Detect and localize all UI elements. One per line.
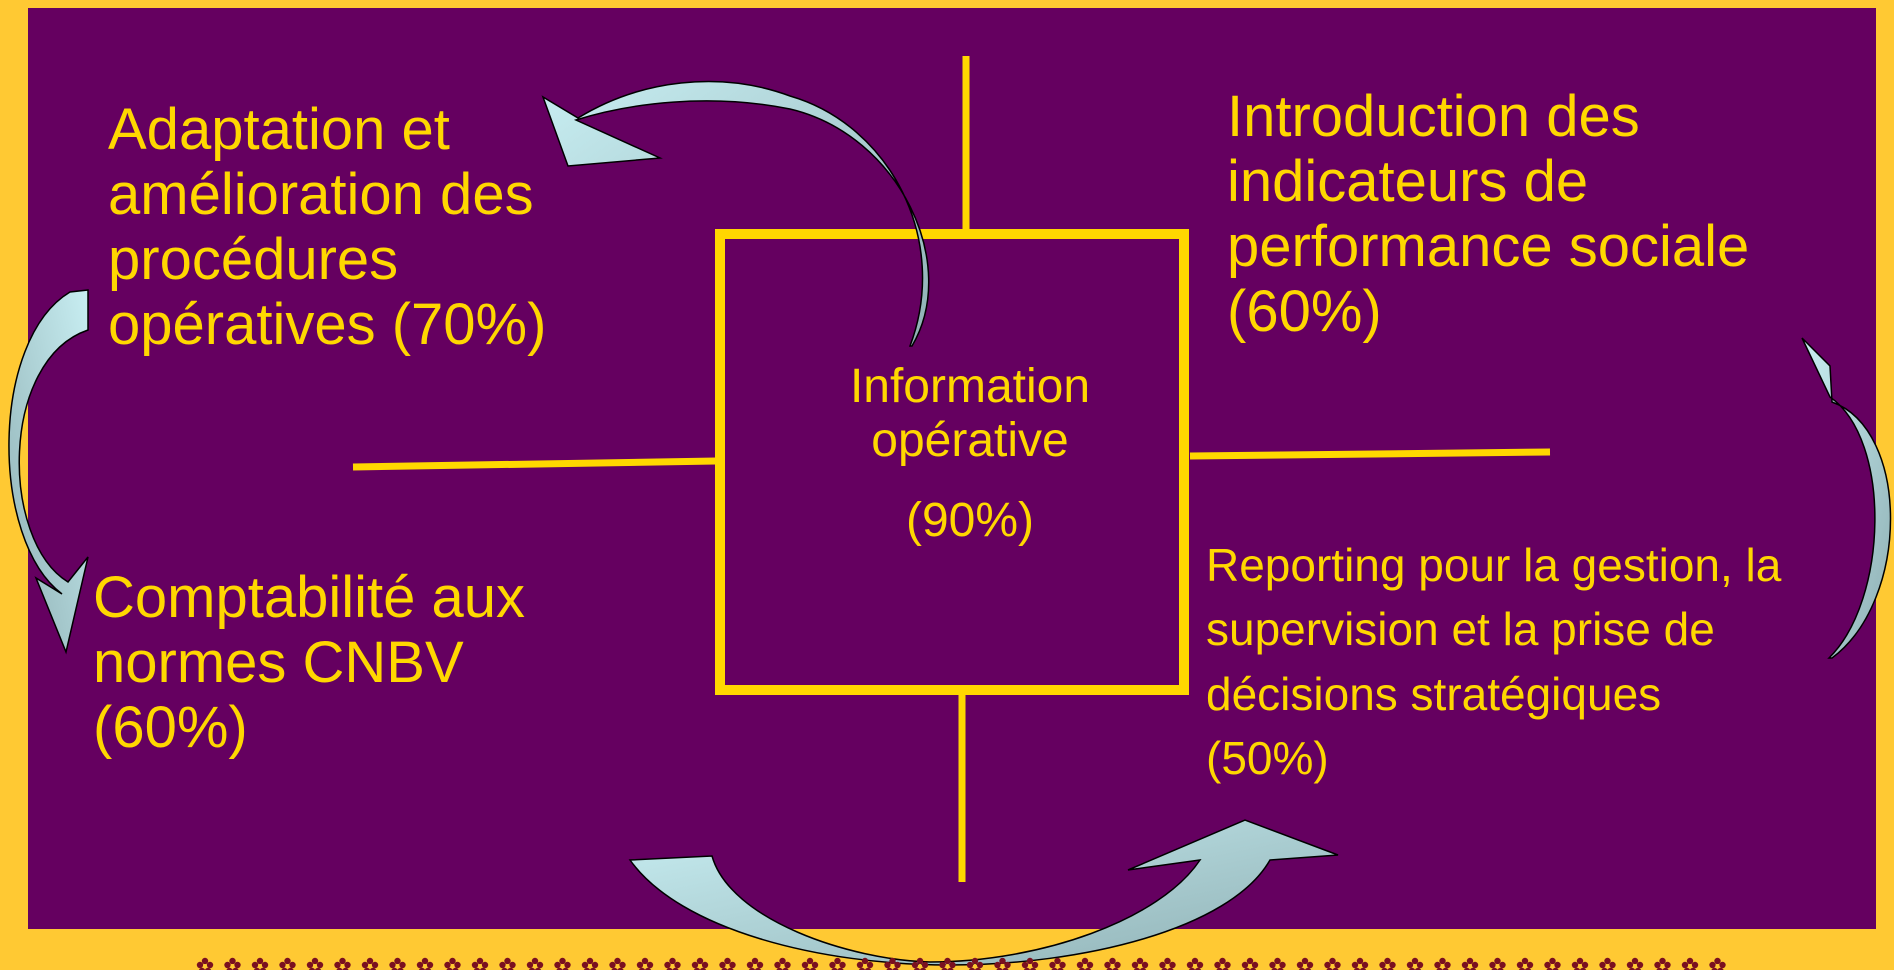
flower-ornament xyxy=(609,957,626,970)
quadrant-bottom-right-line: (50%) xyxy=(1206,732,1329,785)
flower-ornament xyxy=(1214,957,1231,970)
quadrant-top-left-line: amélioration des xyxy=(108,161,534,227)
flower-ornament xyxy=(1104,957,1121,970)
flower-ornament xyxy=(361,957,379,970)
flower-ornament xyxy=(856,957,874,970)
flower-ornament xyxy=(444,957,461,970)
axis-line-left xyxy=(352,457,717,471)
flower-ornament xyxy=(499,957,516,970)
quadrant-top-left-line: Adaptation et xyxy=(108,97,450,162)
flower-ornament xyxy=(884,957,901,970)
flower-ornament xyxy=(939,957,956,970)
flower-ornament xyxy=(1434,957,1451,970)
flower-ornament xyxy=(774,957,791,970)
quadrant-top-right-line: Introduction des xyxy=(1227,84,1640,149)
flower-ornament xyxy=(1544,957,1561,970)
flower-ornament xyxy=(581,957,599,970)
flower-ornament xyxy=(966,957,984,970)
flower-ornament xyxy=(1406,957,1424,970)
flower-ornament xyxy=(1681,957,1699,970)
slide-background xyxy=(28,8,1876,929)
flower-ornament xyxy=(1351,957,1369,970)
flower-ornament xyxy=(306,957,324,970)
flower-ornament xyxy=(746,957,764,970)
quadrant-top-left: Adaptation et amélioration des procédure… xyxy=(108,97,547,358)
flower-ornament xyxy=(526,957,544,970)
quadrant-bottom-left: Comptabilité aux normes CNBV (60%) xyxy=(93,565,525,761)
flower-ornament xyxy=(334,957,351,970)
quadrant-top-left-line: procédures xyxy=(108,226,399,292)
flower-ornament xyxy=(1076,957,1094,970)
flower-ornament xyxy=(1709,957,1726,970)
quadrant-bottom-left-line: (60%) xyxy=(93,694,248,760)
curved-arrow-right xyxy=(1801,337,1892,659)
flower-border xyxy=(196,957,1726,970)
flower-ornament xyxy=(1269,957,1286,970)
quadrant-bottom-right-line: supervision et la prise de xyxy=(1206,603,1715,656)
flower-ornament xyxy=(994,957,1011,970)
flower-ornament xyxy=(196,957,214,970)
flower-ornament xyxy=(719,957,736,970)
flower-ornament xyxy=(636,957,654,970)
quadrant-top-right-line: performance sociale xyxy=(1227,213,1750,279)
flower-ornament xyxy=(691,957,709,970)
quadrant-bottom-right-line: décisions stratégiques xyxy=(1206,667,1662,720)
quadrant-top-left-line: opératives (70%) xyxy=(108,291,547,357)
flower-ornament xyxy=(1021,957,1039,970)
curved-arrow-left xyxy=(8,289,89,655)
axis-line-right xyxy=(1189,448,1551,460)
flower-ornament xyxy=(1489,957,1506,970)
flower-ornament xyxy=(1186,957,1204,970)
quadrant-bottom-right-line: Reporting pour la gestion, la xyxy=(1206,539,1782,591)
curved-arrow-bottom xyxy=(628,819,1339,966)
quadrant-top-right-line: (60%) xyxy=(1227,278,1382,344)
flower-ornament xyxy=(664,957,681,970)
quadrant-top-right: Introduction des indicateurs de performa… xyxy=(1227,84,1750,345)
flower-ornament xyxy=(1599,957,1616,970)
flower-ornament xyxy=(1241,957,1259,970)
flower-ornament xyxy=(1461,957,1479,970)
quadrant-bottom-right: Reporting pour la gestion, la supervisio… xyxy=(1206,533,1781,791)
center-percent: (90%) xyxy=(905,493,1035,547)
flower-ornament xyxy=(279,957,296,970)
flower-ornament xyxy=(416,957,434,970)
flower-ornament xyxy=(224,957,241,970)
flower-ornament xyxy=(1159,957,1176,970)
quadrant-top-right-line: indicateurs de xyxy=(1227,148,1589,214)
flower-ornament xyxy=(1571,957,1589,970)
flower-ornament xyxy=(1516,957,1534,970)
quadrant-bottom-left-line: normes CNBV xyxy=(93,629,464,695)
flower-ornament xyxy=(1654,957,1671,970)
center-box xyxy=(715,229,1189,695)
flower-ornament xyxy=(1131,957,1149,970)
flower-ornament xyxy=(554,957,571,970)
flower-ornament xyxy=(1049,957,1066,970)
center-label-line2: opérative xyxy=(871,413,1069,467)
center-label-line1: Information xyxy=(849,360,1091,413)
flower-ornament xyxy=(1626,957,1644,970)
flower-ornament xyxy=(1379,957,1396,970)
flower-ornament xyxy=(389,957,406,970)
center-label: Information opérative (90%) xyxy=(790,360,1150,547)
flower-ornament xyxy=(251,957,269,970)
flower-ornament xyxy=(471,957,489,970)
curved-arrow-top-left xyxy=(541,80,930,347)
flower-ornament xyxy=(829,957,846,970)
quadrant-bottom-left-line: Comptabilité aux xyxy=(93,565,525,630)
flower-ornament xyxy=(1296,957,1314,970)
flower-ornament xyxy=(801,957,819,970)
flower-ornament xyxy=(1324,957,1341,970)
flower-ornament xyxy=(911,957,929,970)
